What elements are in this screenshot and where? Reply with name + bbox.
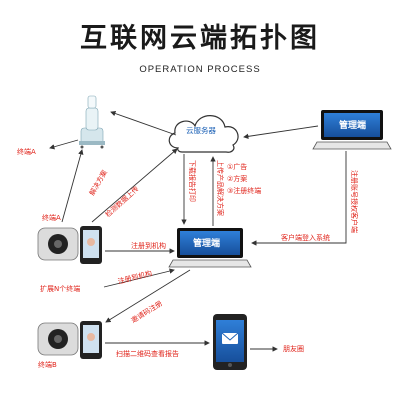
page-subtitle: OPERATION PROCESS — [139, 64, 261, 75]
list-item-ad: ①广告 — [227, 163, 248, 171]
smartphone-icon — [213, 314, 247, 370]
manager-center-laptop-icon — [168, 228, 252, 268]
upload-solution-label: 上传产品解决方案 — [216, 160, 224, 216]
cloud-label: 云服务器 — [186, 126, 216, 135]
standing-machine-icon — [79, 95, 105, 149]
download-print-label: 下载报告打印 — [188, 160, 196, 202]
terminal-b-device-icon — [37, 321, 102, 359]
register-org-a-label: 注册到机构 — [131, 242, 166, 250]
terminal-a-top-label: 终端A — [17, 148, 36, 156]
list-item-plan: ②方案 — [227, 175, 248, 183]
manager-top-label: 管理端 — [339, 121, 367, 131]
connection-lines — [49, 110, 347, 352]
scan-label: 扫描二维码查看报告 — [116, 350, 179, 358]
manager-center-label: 管理端 — [193, 239, 221, 249]
register-auth-label: 注册账号授权客户端 — [350, 170, 358, 233]
terminal-b-label: 终端B — [38, 361, 57, 369]
friends-label: 朋友圈 — [283, 345, 304, 353]
list-item-register: ③注册终端 — [227, 187, 262, 195]
expand-label: 扩展N个终端 — [40, 285, 81, 293]
terminal-a-device-icon — [37, 226, 102, 264]
page-title: 互联网云端拓扑图 — [80, 23, 320, 54]
client-login-label: 客户端登入系统 — [281, 234, 330, 242]
terminal-a-label: 终端A — [42, 214, 61, 222]
manager-top-laptop-icon — [312, 110, 392, 150]
cloud-server-icon — [168, 115, 239, 153]
